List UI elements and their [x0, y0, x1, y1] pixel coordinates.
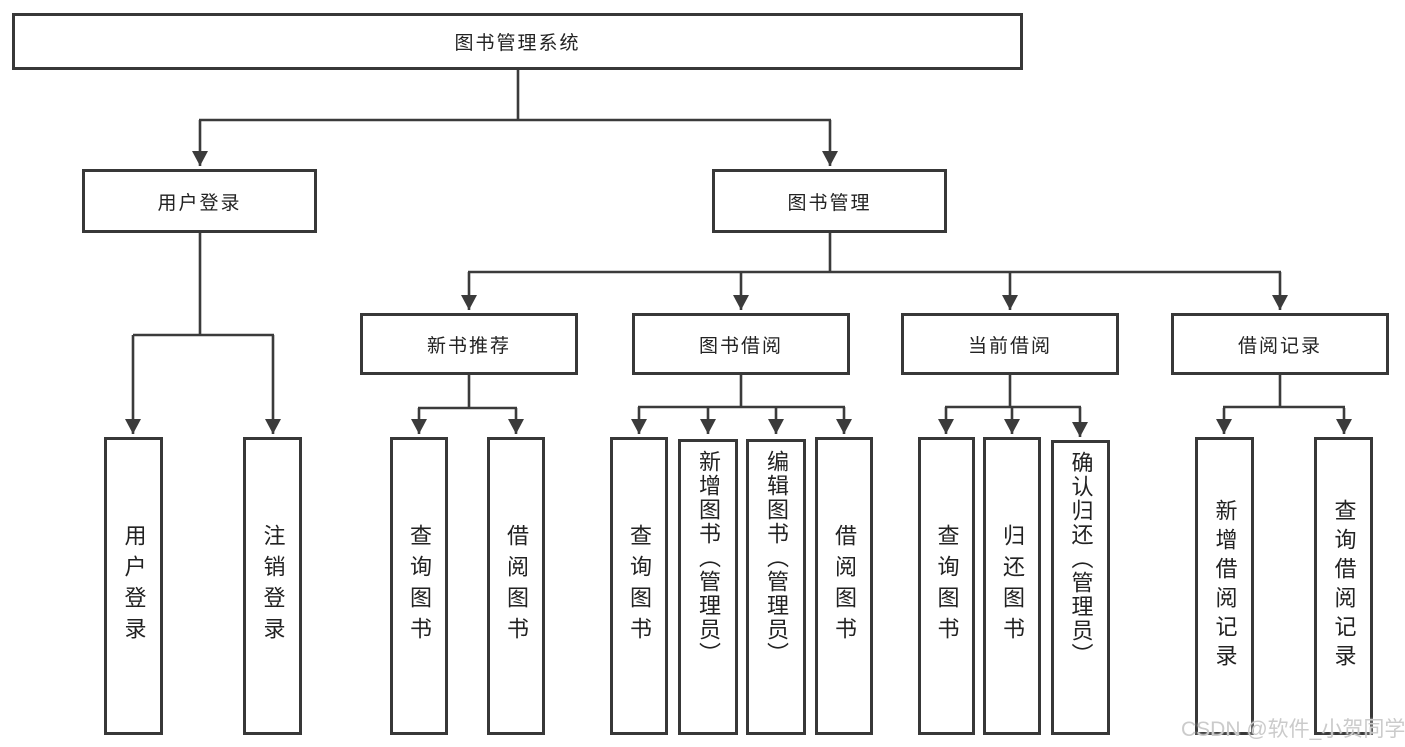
leaf-query-books-recommend: 查询图书 [390, 437, 448, 735]
leaf-label: 查询图书 [627, 524, 652, 648]
leaf-borrow-books-recommend: 借阅图书 [487, 437, 545, 735]
csdn-watermark: CSDN @软件_小贺同学 [1181, 718, 1405, 741]
leaf-query-books-current: 查询图书 [918, 437, 975, 735]
leaf-label: 编辑图书（管理员） [764, 450, 789, 666]
leaf-label: 查询图书 [934, 524, 960, 648]
leaf-add-borrow-record: 新增借阅记录 [1195, 437, 1254, 735]
node-borrowing-records: 借阅记录 [1171, 313, 1389, 375]
leaf-label: 注销登录 [260, 524, 286, 648]
leaf-label: 新增图书（管理员） [696, 450, 721, 666]
leaf-edit-books-admin: 编辑图书（管理员） [746, 439, 806, 735]
leaf-query-books-borrowing: 查询图书 [610, 437, 668, 735]
node-current-borrowing: 当前借阅 [901, 313, 1119, 375]
leaf-return-books: 归还图书 [983, 437, 1041, 735]
leaf-confirm-return-admin: 确认归还（管理员） [1051, 440, 1110, 735]
node-book-management: 图书管理 [712, 169, 947, 233]
leaf-label: 归还图书 [1000, 524, 1025, 648]
node-new-book-recommend: 新书推荐 [360, 313, 578, 375]
node-root: 图书管理系统 [12, 13, 1023, 70]
leaf-label: 查询借阅记录 [1331, 499, 1357, 673]
leaf-add-books-admin: 新增图书（管理员） [678, 439, 738, 735]
leaf-label: 新增借阅记录 [1212, 499, 1238, 673]
leaf-borrow-books-borrowing: 借阅图书 [815, 437, 873, 735]
leaf-label: 用户登录 [121, 524, 147, 648]
leaf-label: 借阅图书 [832, 524, 857, 648]
node-user-login: 用户登录 [82, 169, 317, 233]
leaf-query-borrow-record: 查询借阅记录 [1314, 437, 1373, 735]
leaf-label: 确认归还（管理员） [1068, 451, 1094, 667]
leaf-logout: 注销登录 [243, 437, 302, 735]
leaf-label: 查询图书 [407, 524, 432, 648]
leaf-user-login: 用户登录 [104, 437, 163, 735]
leaf-label: 借阅图书 [504, 524, 529, 648]
node-book-borrowing: 图书借阅 [632, 313, 850, 375]
